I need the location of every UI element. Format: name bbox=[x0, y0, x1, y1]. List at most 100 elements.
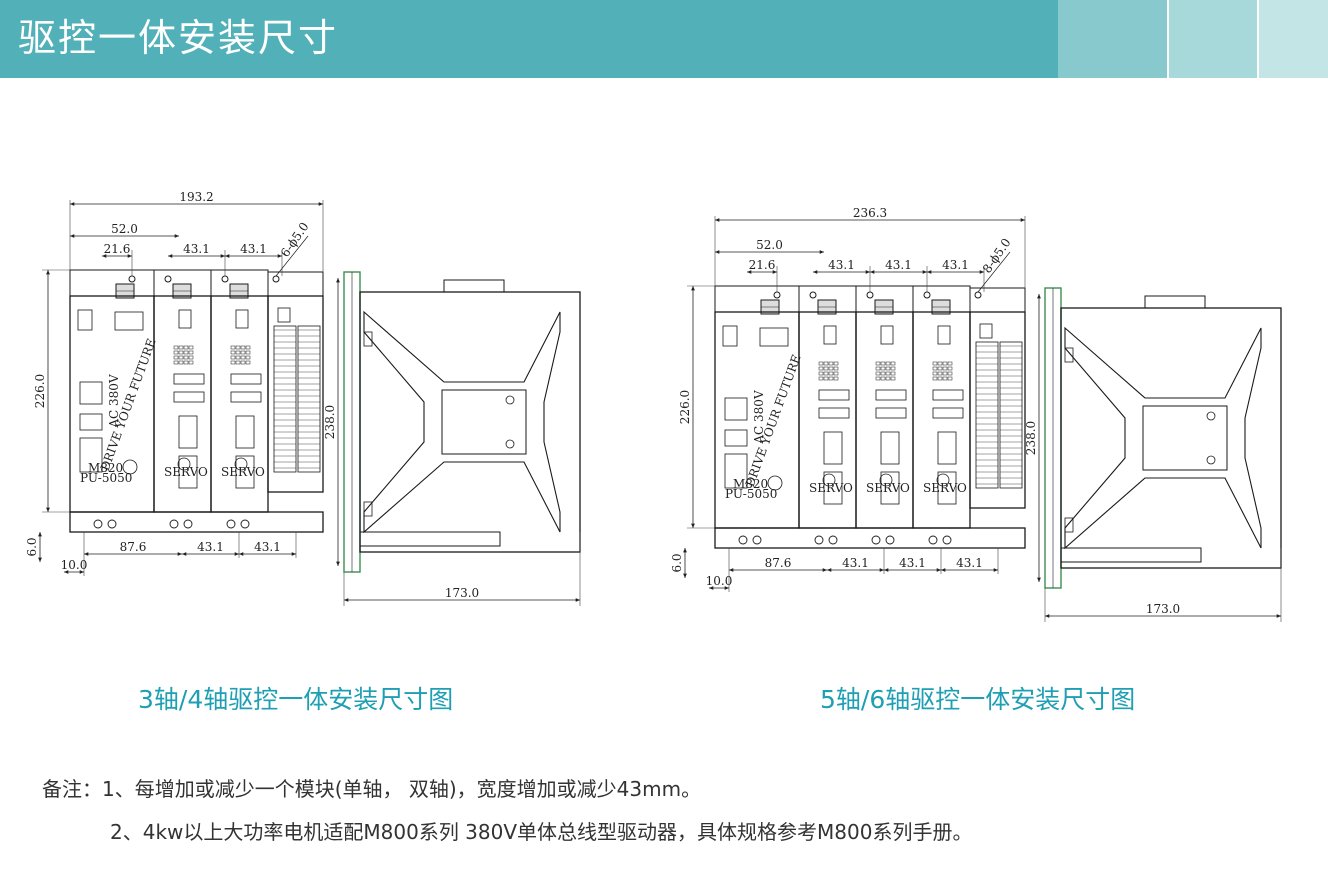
signal-pin bbox=[890, 366, 896, 371]
signal-pin bbox=[235, 345, 241, 350]
dimension-label: 52.0 bbox=[111, 222, 138, 236]
signal-pin bbox=[823, 366, 829, 371]
signal-pin bbox=[188, 360, 194, 365]
status-led-block bbox=[722, 325, 738, 347]
ground-screw bbox=[814, 535, 824, 545]
voltage-label: AC 380V bbox=[752, 390, 766, 445]
side-top-lip bbox=[1144, 295, 1206, 309]
signal-pin bbox=[942, 366, 948, 371]
ground-screw bbox=[169, 519, 179, 529]
voltage-label: AC 380V bbox=[107, 374, 121, 429]
signal-pin bbox=[178, 355, 184, 360]
signal-pin bbox=[828, 361, 834, 366]
signal-pin bbox=[937, 361, 943, 366]
power-terminal bbox=[724, 453, 748, 489]
side-base bbox=[1060, 547, 1202, 563]
signal-pin bbox=[173, 355, 179, 360]
signal-pin bbox=[818, 371, 824, 376]
signal-pin bbox=[880, 371, 886, 376]
motor-terminal bbox=[880, 471, 900, 505]
signal-pin bbox=[235, 360, 241, 365]
leader-line bbox=[977, 251, 1011, 293]
encoder-port bbox=[818, 389, 850, 401]
motor-terminal bbox=[937, 431, 957, 465]
motor-terminal bbox=[937, 471, 957, 505]
note-line-2: 2、4kw以上大功率电机适配M800系列 380V单体总线型驱动器，具体规格参考… bbox=[110, 820, 973, 844]
signal-pin bbox=[823, 361, 829, 366]
signal-pin bbox=[178, 345, 184, 350]
signal-pin bbox=[885, 366, 891, 371]
module-top-cap bbox=[69, 269, 155, 297]
signal-pin bbox=[818, 361, 824, 366]
signal-pin bbox=[240, 350, 246, 355]
signal-pin bbox=[942, 371, 948, 376]
dimension-label: 6.0 bbox=[670, 553, 684, 572]
signal-pin bbox=[188, 355, 194, 360]
signal-pin bbox=[890, 371, 896, 376]
dimension-label: 10.0 bbox=[61, 558, 88, 572]
signal-pin bbox=[245, 345, 251, 350]
signal-pin bbox=[173, 345, 179, 350]
side-hole bbox=[505, 439, 515, 449]
dimension-label: 193.2 bbox=[179, 190, 213, 204]
signal-pin bbox=[230, 350, 236, 355]
status-led-block bbox=[277, 307, 291, 323]
signal-pin bbox=[245, 355, 251, 360]
ground-screw bbox=[107, 519, 117, 529]
hole-callout: 8-ϕ5.0 bbox=[980, 236, 1014, 276]
dimension-label: 43.1 bbox=[240, 242, 267, 256]
side-center-plate bbox=[1142, 405, 1228, 471]
side-x-brace bbox=[1064, 326, 1262, 550]
signal-pin bbox=[890, 361, 896, 366]
dimension-label: 43.1 bbox=[956, 556, 983, 570]
rotary-knob bbox=[234, 457, 248, 471]
signal-pin bbox=[818, 376, 824, 381]
signal-pin bbox=[188, 345, 194, 350]
signal-pin bbox=[833, 371, 839, 376]
dimension-label: 226.0 bbox=[33, 374, 47, 408]
side-hole bbox=[505, 395, 515, 405]
banner-accent-block bbox=[1058, 0, 1168, 78]
signal-pin bbox=[833, 366, 839, 371]
model-label: M820 bbox=[88, 461, 123, 475]
signal-pin bbox=[178, 360, 184, 365]
leader-line bbox=[275, 235, 309, 277]
dimension-label: 10.0 bbox=[706, 574, 733, 588]
power-terminal bbox=[79, 437, 103, 473]
motor-terminal bbox=[178, 415, 198, 449]
rotary-knob bbox=[767, 475, 783, 491]
power-terminal bbox=[79, 381, 103, 405]
dimension-label: 43.1 bbox=[183, 242, 210, 256]
signal-pin bbox=[885, 371, 891, 376]
signal-pin bbox=[230, 360, 236, 365]
signal-pin bbox=[833, 376, 839, 381]
submodel-label: PU-5050 bbox=[725, 487, 777, 501]
ground-screw bbox=[752, 535, 762, 545]
mounting-hole bbox=[974, 291, 982, 299]
rotary-knob bbox=[177, 457, 191, 471]
io-terminal-strip bbox=[273, 325, 297, 473]
encoder-port bbox=[230, 391, 262, 403]
signal-pin bbox=[932, 371, 938, 376]
signal-pin bbox=[178, 350, 184, 355]
figure-caption-5-6-axis: 5轴/6轴驱控一体安装尺寸图 bbox=[820, 685, 1136, 714]
dimension-label: 52.0 bbox=[756, 238, 783, 252]
signal-pin bbox=[235, 355, 241, 360]
signal-pin bbox=[240, 360, 246, 365]
signal-pin bbox=[942, 361, 948, 366]
power-terminal bbox=[79, 413, 103, 431]
encoder-port bbox=[173, 391, 205, 403]
signal-pin bbox=[230, 355, 236, 360]
dimension-label: 21.6 bbox=[749, 258, 776, 272]
status-led-block bbox=[937, 325, 951, 345]
side-latch bbox=[363, 331, 373, 347]
ground-screw bbox=[928, 535, 938, 545]
io-terminal-strip bbox=[999, 341, 1023, 489]
servo-tag: SERVO bbox=[164, 465, 208, 479]
dimension-label: 21.6 bbox=[104, 242, 131, 256]
servo-tag: SERVO bbox=[923, 481, 967, 495]
ground-screw bbox=[240, 519, 250, 529]
io-module-body bbox=[267, 295, 324, 493]
signal-pin bbox=[245, 360, 251, 365]
